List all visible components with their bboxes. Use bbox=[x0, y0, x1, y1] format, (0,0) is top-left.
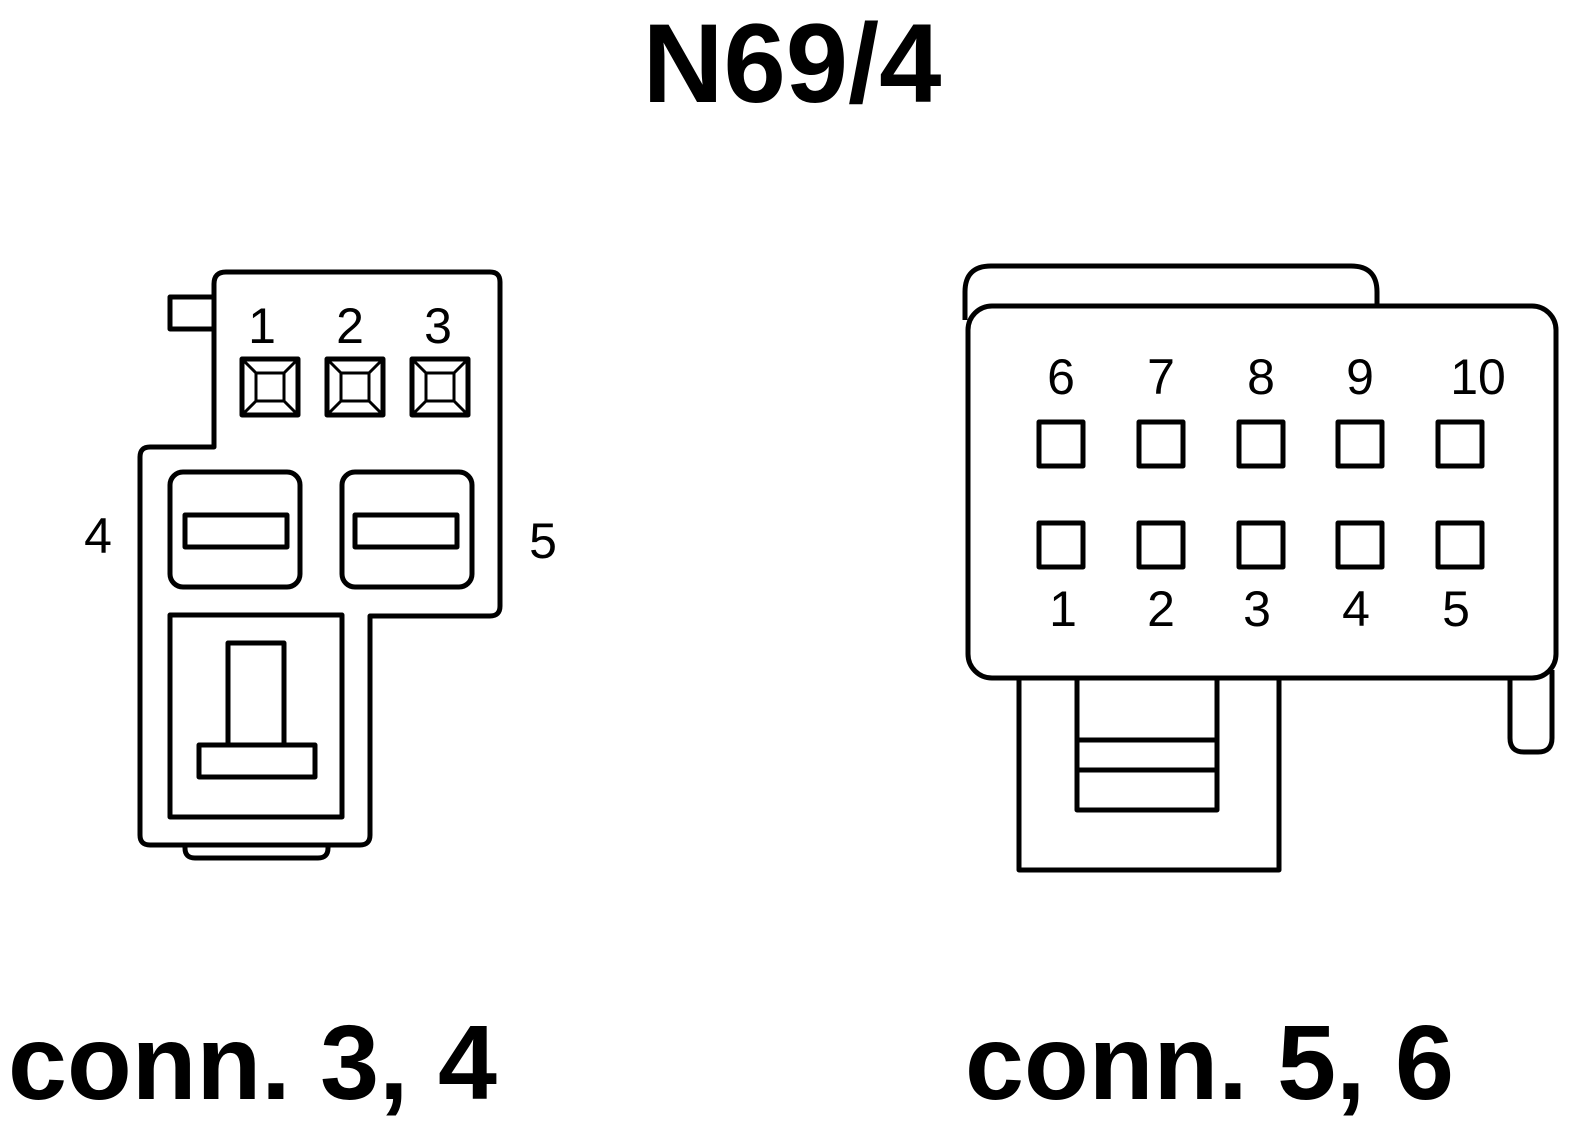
pin-2-terminal bbox=[324, 356, 386, 418]
key-base bbox=[196, 742, 318, 780]
diagram-title: N69/4 bbox=[642, 1, 942, 126]
pin-label-r3: 3 bbox=[1243, 581, 1271, 637]
bottom-clip bbox=[1016, 675, 1282, 873]
pin-4-terminal bbox=[182, 512, 290, 550]
pin-label-r5: 5 bbox=[1442, 581, 1470, 637]
pin-label-10: 10 bbox=[1450, 349, 1506, 405]
caption-left: conn. 3, 4 bbox=[8, 1004, 497, 1122]
side-latch bbox=[1507, 670, 1555, 755]
pin-label-r1: 1 bbox=[1049, 581, 1077, 637]
pin-5-terminal bbox=[352, 512, 460, 550]
pin-10-terminal bbox=[1435, 419, 1485, 469]
pin-4-terminal-right bbox=[1335, 520, 1385, 570]
connector-left: 1 2 3 4 5 bbox=[84, 269, 557, 861]
pin-6-terminal bbox=[1036, 419, 1086, 469]
pin-label-1: 1 bbox=[248, 298, 276, 354]
pin-label-r4: 4 bbox=[1342, 581, 1370, 637]
front-face bbox=[965, 303, 1559, 681]
pin-4-cavity bbox=[167, 469, 303, 590]
pin-2-terminal-right bbox=[1136, 520, 1186, 570]
pin-1-terminal bbox=[239, 356, 301, 418]
pin-label-8: 8 bbox=[1247, 349, 1275, 405]
pin-7-terminal bbox=[1136, 419, 1186, 469]
connector-right: 6 7 8 9 10 1 2 3 4 5 bbox=[962, 263, 1559, 873]
pin-label-7: 7 bbox=[1147, 349, 1175, 405]
left-tab bbox=[167, 294, 217, 332]
caption-right: conn. 5, 6 bbox=[965, 1004, 1454, 1122]
pin-label-5: 5 bbox=[529, 513, 557, 569]
key-cavity bbox=[167, 612, 345, 820]
pin-5-terminal-right bbox=[1435, 520, 1485, 570]
bottom-latch bbox=[182, 838, 331, 861]
pin-3-terminal-right bbox=[1236, 520, 1286, 570]
pin-label-2: 2 bbox=[336, 298, 364, 354]
pin-label-6: 6 bbox=[1047, 349, 1075, 405]
pin-label-4: 4 bbox=[84, 508, 112, 564]
pin-5-cavity bbox=[339, 469, 475, 590]
pin-8-terminal bbox=[1236, 419, 1286, 469]
pin-label-3: 3 bbox=[424, 298, 452, 354]
pin-3-terminal bbox=[409, 356, 471, 418]
pin-label-9: 9 bbox=[1346, 349, 1374, 405]
pin-1-terminal-right bbox=[1036, 520, 1086, 570]
pin-9-terminal bbox=[1335, 419, 1385, 469]
pin-label-r2: 2 bbox=[1147, 581, 1175, 637]
